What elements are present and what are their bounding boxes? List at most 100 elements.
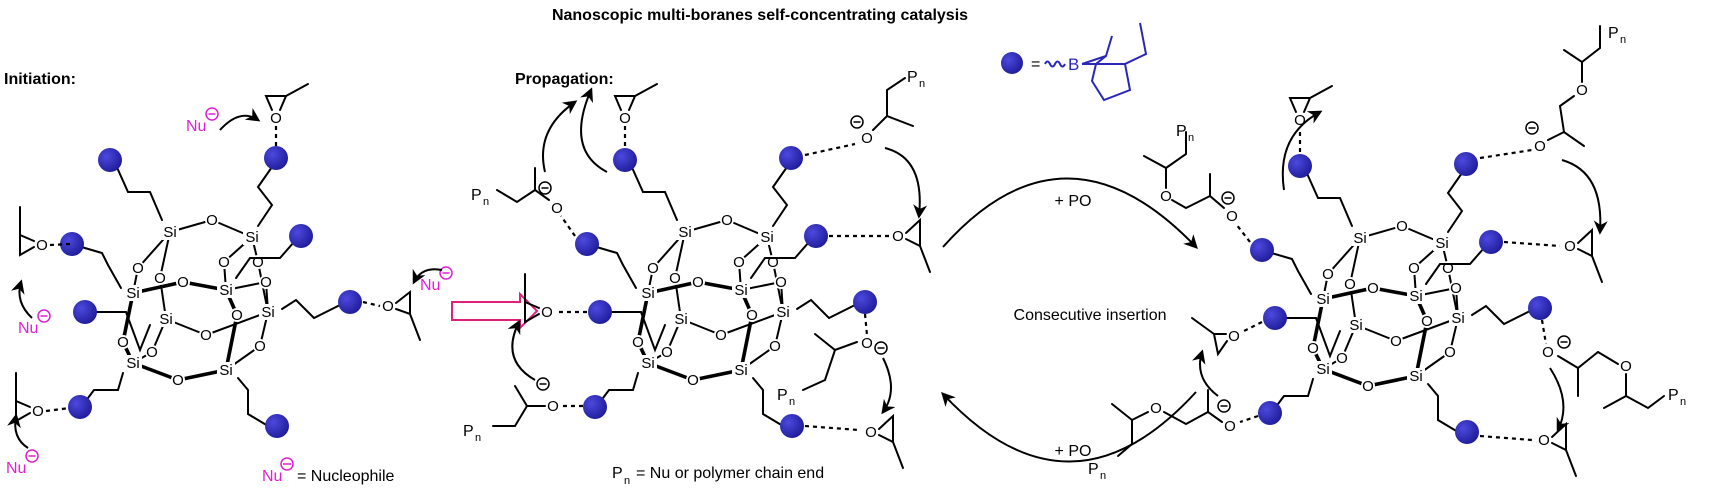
atom-bg <box>1366 281 1380 295</box>
bond <box>409 313 421 341</box>
bond <box>1557 351 1599 370</box>
pn-subscript: n <box>1188 132 1194 144</box>
ether-oxygen: O <box>1620 358 1632 375</box>
atom-bg <box>253 339 267 353</box>
silicon-atom: Si <box>159 311 172 328</box>
pn-label: P <box>1668 387 1679 404</box>
atom-bg <box>161 224 179 240</box>
pn-label: P <box>463 423 474 440</box>
atom-bg <box>145 345 159 359</box>
ethyl-linker <box>281 298 343 320</box>
ethyl-linker <box>771 166 789 227</box>
bond <box>1171 195 1211 210</box>
borane-bead <box>1258 401 1282 425</box>
pn-legend: P n = Nu or polymer chain end <box>612 465 824 487</box>
pn-label: P <box>907 69 918 86</box>
coordination-bond <box>45 406 71 413</box>
atom-bg <box>217 255 231 269</box>
pn-subscript: n <box>1620 34 1626 46</box>
epoxide-oxygen: O <box>619 110 631 127</box>
ethyl-linker <box>1304 168 1353 227</box>
cage-oxygen: O <box>154 270 166 287</box>
borane-bead <box>613 148 637 172</box>
silicon-atom: Si <box>261 304 274 321</box>
epoxide-oxygen: O <box>1538 432 1550 449</box>
cage-oxygen: O <box>1362 378 1374 395</box>
ethyl-linker <box>1281 317 1341 359</box>
silicon-atom: Si <box>1353 230 1366 247</box>
negative-charge-icon <box>280 457 294 471</box>
coordination-bond <box>1540 319 1548 345</box>
alkoxide-oxygen: O <box>861 130 873 147</box>
atom-bg <box>1314 361 1332 377</box>
atom-bg <box>1407 261 1421 275</box>
cage-oxygen: O <box>1336 350 1348 367</box>
coordination-bond <box>1503 240 1561 248</box>
curved-arrow <box>412 268 443 285</box>
bond <box>1551 421 1567 452</box>
bond <box>1581 25 1601 63</box>
borane-bead <box>1454 152 1478 176</box>
atom-bg <box>1443 345 1457 359</box>
bond <box>1597 351 1619 365</box>
cage-oxygen: O <box>260 274 272 291</box>
epoxide-oxygen: O <box>32 403 44 420</box>
bbn-ring-icon <box>1081 22 1148 102</box>
silicon-atom: Si <box>678 224 691 241</box>
pn-definition: = Nu or polymer chain end <box>636 465 824 482</box>
silicon-atom: Si <box>734 362 747 379</box>
atom-bg <box>243 229 261 245</box>
cage-oxygen: O <box>218 254 230 271</box>
bond <box>892 441 904 469</box>
cage-oxygen: O <box>1442 260 1454 277</box>
borane-bead <box>289 224 313 248</box>
bond <box>264 95 288 111</box>
atom-bg <box>732 282 750 298</box>
epoxide-oxygen: O <box>270 110 282 127</box>
cage-oxygen: O <box>1396 218 1408 235</box>
coordination-bond <box>1241 321 1263 333</box>
borane-bead <box>1479 230 1503 254</box>
epoxide-oxygen: O <box>1228 328 1240 345</box>
coordination-bond <box>804 424 860 432</box>
silicon-atom: Si <box>641 355 654 372</box>
atom-bg <box>259 304 277 320</box>
cycle-center-label: Consecutive insertion <box>1014 307 1167 324</box>
ethyl-linker <box>91 311 151 353</box>
cage-oxygen: O <box>231 307 243 324</box>
cage-oxygen: O <box>252 254 264 271</box>
epoxide-oxygen: O <box>1564 238 1576 255</box>
bead-legend: = B <box>1001 22 1148 102</box>
bond <box>1288 97 1312 113</box>
atom-bg <box>176 275 190 289</box>
bond <box>1163 411 1209 426</box>
atom-bg <box>774 275 788 289</box>
borane-bead <box>265 414 289 438</box>
alkoxide-oxygen: O <box>1224 418 1236 435</box>
figure-title: Nanoscopic multi-boranes self-concentrat… <box>552 7 968 24</box>
cage-oxygen: O <box>647 260 659 277</box>
silicon-atom: Si <box>1349 317 1362 334</box>
silicon-atom: Si <box>1409 368 1422 385</box>
bond <box>1577 227 1593 258</box>
silicon-atom: Si <box>163 224 176 241</box>
cycle-arrow-forward <box>942 177 1198 250</box>
atom-bg <box>230 308 244 322</box>
silicon-atom: Si <box>1435 235 1448 252</box>
cage-oxygen: O <box>721 212 733 229</box>
atom-bg <box>732 255 746 269</box>
borane-bead <box>98 148 122 172</box>
ethyl-linker <box>606 311 666 353</box>
borane-bead <box>779 146 803 170</box>
ethyl-linker <box>752 377 784 427</box>
borane-bead <box>1250 238 1274 262</box>
atom-bg <box>199 328 213 342</box>
atom-bg <box>691 275 705 289</box>
atom-bg <box>1314 291 1332 307</box>
borane-bead <box>853 290 877 314</box>
bond <box>1191 317 1215 335</box>
propagation-heading: Propagation: <box>515 71 614 88</box>
alkoxide-oxygen: O <box>1542 344 1554 361</box>
nu-symbol: Nu <box>262 468 282 485</box>
